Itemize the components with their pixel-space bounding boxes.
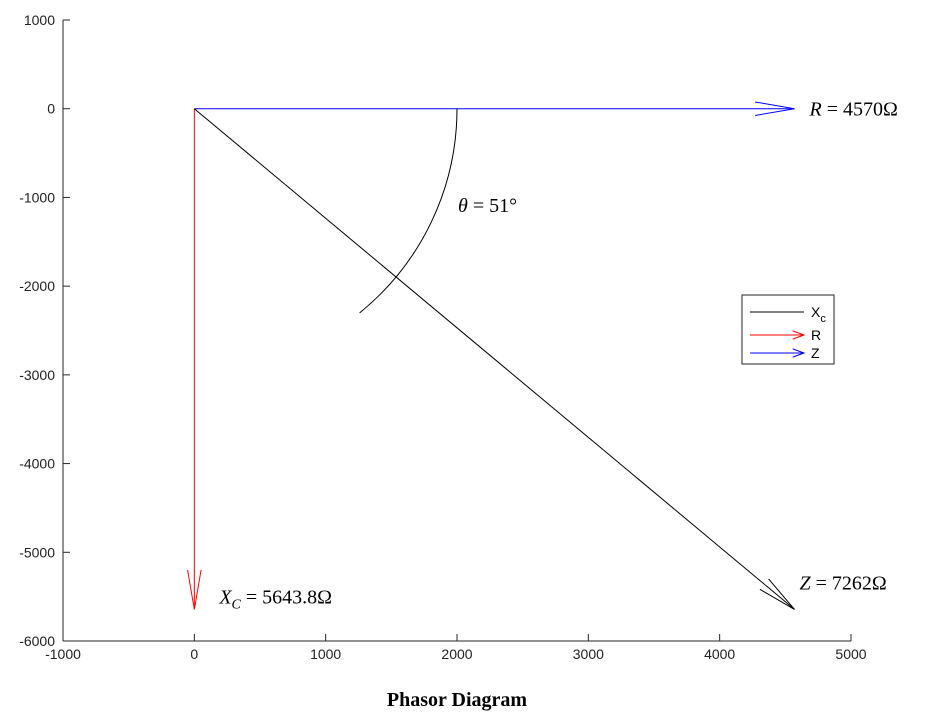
y-tick-label: -1000 (19, 189, 55, 205)
y-tick-label: 0 (47, 101, 55, 117)
label-r: R = 4570Ω (809, 99, 898, 121)
angle-label: θ = 51° (458, 195, 517, 217)
y-tick-label: -6000 (19, 633, 55, 649)
axes: -1000 0 1000 2000 3000 4000 5000 1000 0 -1000 -200… (19, 12, 867, 662)
arrowhead-x-c (187, 569, 202, 610)
arrowhead-r (755, 101, 795, 116)
legend-arrow-z (792, 348, 806, 358)
angle-arc (359, 108, 458, 314)
y-tick-label: -5000 (19, 544, 55, 560)
y-tick-label: -4000 (19, 456, 55, 472)
x-tick-label: 2000 (441, 646, 472, 662)
x-tick-label: 5000 (835, 646, 866, 662)
annotations: R = 4570Ω XC = 5643.8Ω Z = 7262Ω θ = 51° (218, 99, 898, 613)
label-z: Z = 7262Ω (800, 572, 887, 594)
legend-label-x: Xc (811, 304, 826, 325)
phasor-z (194, 108, 795, 610)
chart-title: Phasor Diagram (387, 689, 528, 711)
x-tick-label: -1000 (45, 646, 81, 662)
x-tick-label: 4000 (704, 646, 735, 662)
label-x-c: XC = 5643.8Ω (218, 586, 332, 612)
y-tick-label: -2000 (19, 278, 55, 294)
legend-arrow-r (792, 330, 806, 340)
x-tick-label: 0 (190, 646, 198, 662)
chart-marks (187, 101, 795, 610)
y-tick-label: -3000 (19, 367, 55, 383)
legend-label-r: R (811, 327, 821, 343)
x-tick-label: 3000 (573, 646, 604, 662)
y-tick-label: 1000 (24, 12, 55, 28)
legend-label-z: Z (811, 345, 820, 361)
x-tick-label: 1000 (310, 646, 341, 662)
arrowhead-z (759, 578, 795, 610)
